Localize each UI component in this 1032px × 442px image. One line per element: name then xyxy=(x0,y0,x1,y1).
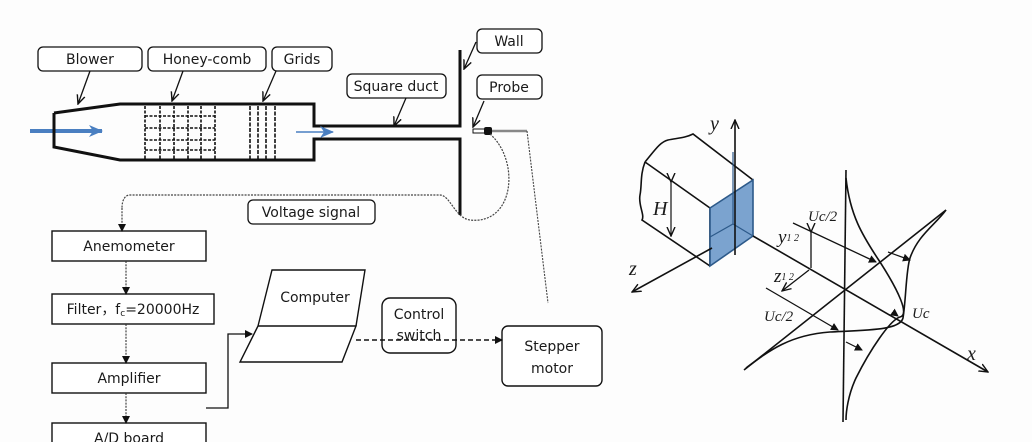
y-axis-label: y xyxy=(708,113,719,135)
honeycomb-label: Honey-comb xyxy=(163,52,252,68)
square-duct-label: Square duct xyxy=(354,79,439,95)
probe-tip xyxy=(472,128,486,134)
vertical-velocity-profile xyxy=(845,177,905,421)
probe-label: Probe xyxy=(489,80,529,96)
probe-cable xyxy=(121,133,510,221)
uc-label: Uc xyxy=(912,306,930,322)
computer-icon xyxy=(238,269,366,363)
blower-label: Blower xyxy=(66,52,114,68)
grids xyxy=(249,106,276,160)
motor-cable xyxy=(526,130,549,304)
nozzle-body xyxy=(638,133,754,267)
grids-label: Grids xyxy=(284,52,321,68)
jet-schematic xyxy=(632,120,988,423)
z-axis xyxy=(632,247,713,292)
wall-label: Wall xyxy=(494,34,523,50)
y-half-width-label: y1 2 xyxy=(776,227,799,248)
ad-to-computer-line xyxy=(206,330,253,409)
stepper-motor-label-2: motor xyxy=(531,361,573,377)
uc-half-bottom-label: Uc/2 xyxy=(764,309,794,325)
z-axis-label: z xyxy=(628,258,637,280)
control-switch-label-2: switch xyxy=(397,328,442,344)
voltage-signal-label: Voltage signal xyxy=(262,205,360,221)
ad-board-label: A/D board xyxy=(94,431,164,442)
lateral-velocity-profile xyxy=(745,209,947,369)
honeycomb xyxy=(144,106,216,160)
tunnel-body xyxy=(53,50,462,128)
uc-half-top-label: Uc/2 xyxy=(808,209,838,225)
label-boxes xyxy=(37,28,543,225)
stepper-motor-label-1: Stepper xyxy=(524,339,579,355)
signal-chain-boxes xyxy=(51,230,603,442)
anemometer-label: Anemometer xyxy=(83,239,175,255)
label-pointers xyxy=(78,41,485,127)
probe-body xyxy=(484,127,492,135)
control-switch-label-1: Control xyxy=(394,307,445,323)
height-label: H xyxy=(652,198,669,220)
signal-chain-arrows xyxy=(118,208,130,424)
amplifier-label: Amplifier xyxy=(97,371,160,387)
tunnel-body-bottom xyxy=(52,113,462,215)
filter-label: Filter，fc=20000Hz xyxy=(67,302,200,319)
z-half-width-label: z1 2 xyxy=(773,266,794,287)
wind-tunnel xyxy=(30,50,549,304)
x-axis xyxy=(752,235,988,372)
nozzle-exit-face xyxy=(709,178,754,268)
x-axis-label: x xyxy=(966,343,976,365)
computer-label: Computer xyxy=(280,290,350,306)
